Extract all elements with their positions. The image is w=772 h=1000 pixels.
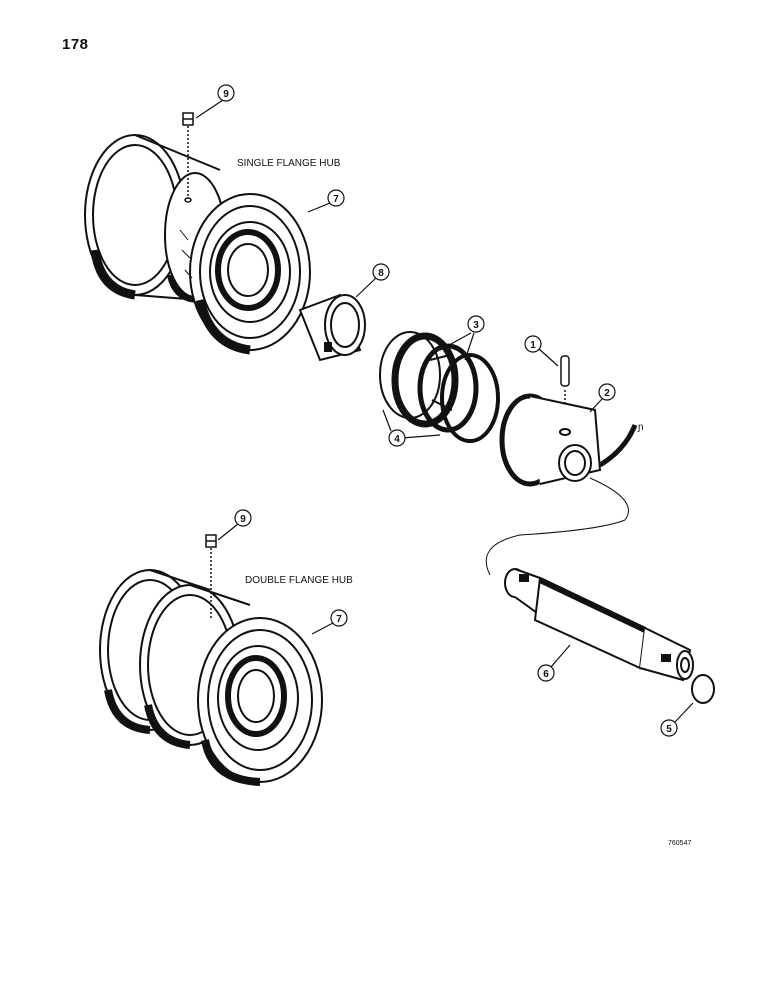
double-flange-hub-title: DOUBLE FLANGE HUB bbox=[245, 575, 353, 586]
callout-4: 4 bbox=[394, 434, 400, 445]
callout-3: 3 bbox=[473, 320, 479, 331]
bushing bbox=[298, 293, 366, 362]
svg-text:ɲ: ɲ bbox=[637, 422, 644, 433]
plug-top bbox=[182, 112, 194, 203]
o-ring bbox=[691, 674, 715, 704]
single-flange-hub bbox=[84, 134, 311, 355]
assembly-path-line bbox=[485, 477, 629, 576]
collar: ɲ bbox=[499, 393, 644, 487]
shaft bbox=[504, 568, 694, 682]
callout-7-bottom: 7 bbox=[336, 614, 342, 625]
figure-number: 760547 bbox=[668, 840, 692, 847]
plug-bottom bbox=[205, 534, 217, 620]
page-number: 178 bbox=[62, 36, 89, 53]
double-flange-hub bbox=[99, 569, 323, 786]
seal-assembly bbox=[379, 331, 500, 443]
callout-6: 6 bbox=[543, 669, 549, 680]
callout-5: 5 bbox=[666, 724, 672, 735]
callout-2: 2 bbox=[604, 388, 610, 399]
callout-9-bottom: 9 bbox=[240, 514, 246, 525]
callout-1: 1 bbox=[530, 340, 536, 351]
callout-7-top: 7 bbox=[333, 194, 339, 205]
single-flange-hub-title: SINGLE FLANGE HUB bbox=[237, 158, 341, 169]
callout-9-top: 9 bbox=[223, 89, 229, 100]
callout-8: 8 bbox=[378, 268, 384, 279]
